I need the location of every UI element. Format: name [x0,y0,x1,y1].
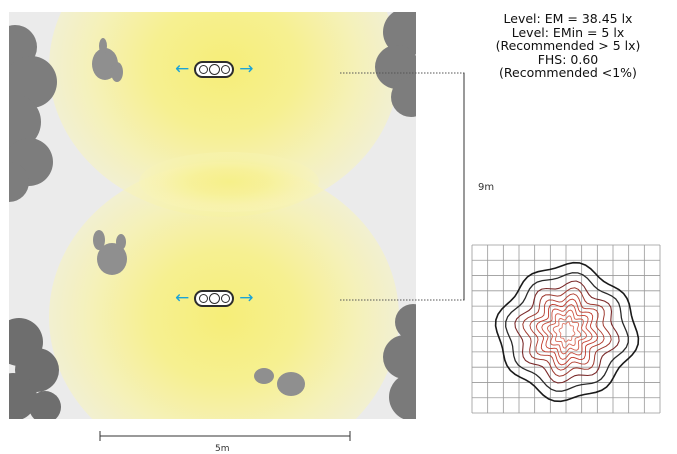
isolux-contour [505,272,629,392]
isolux-contour [529,293,605,371]
fhs-value: FHS: 0.60 [537,51,599,67]
isolux-contour [535,298,599,366]
isolux-contour [522,287,612,377]
luminaire-bottom: ← → [175,290,254,307]
tree-icon [9,318,61,419]
person-icon [93,230,127,275]
isolux-contour [546,309,588,355]
fhs-recommendation: (Recommended <1%) [499,65,637,80]
street-light-icon [194,290,235,307]
arrow-right-icon: → [239,59,254,79]
results-panel: Level: EM = 38.45 lx Level: EMin = 5 lx … [482,12,654,80]
tree-icon [383,304,416,419]
spacing-label: 9m [478,182,495,193]
person-icon [254,368,305,396]
luminaire-top: ← → [175,61,254,78]
emin-level: Level: EMin = 5 lx [511,24,625,40]
person-icon [92,38,123,82]
isolux-contour [494,261,640,403]
emin-recommendation: (Recommended > 5 lx) [495,38,641,53]
isolux-contour [558,321,576,343]
tree-icon [375,12,416,117]
isolux-contour [552,315,582,349]
arrow-right-icon: → [239,288,254,308]
em-level: Level: EM = 38.45 lx [503,11,633,26]
width-label: 5m [215,444,230,454]
site-plan: ← → ← → [9,12,416,419]
street-light-icon [194,61,235,78]
arrow-left-icon: ← [175,288,190,308]
site-decorations [9,12,416,419]
isolux-contour [541,304,593,360]
arrow-left-icon: ← [175,59,190,79]
tree-icon [9,25,57,202]
isolux-contour [514,280,620,384]
isolux-diagram [471,244,661,414]
light-overlap [139,152,319,212]
